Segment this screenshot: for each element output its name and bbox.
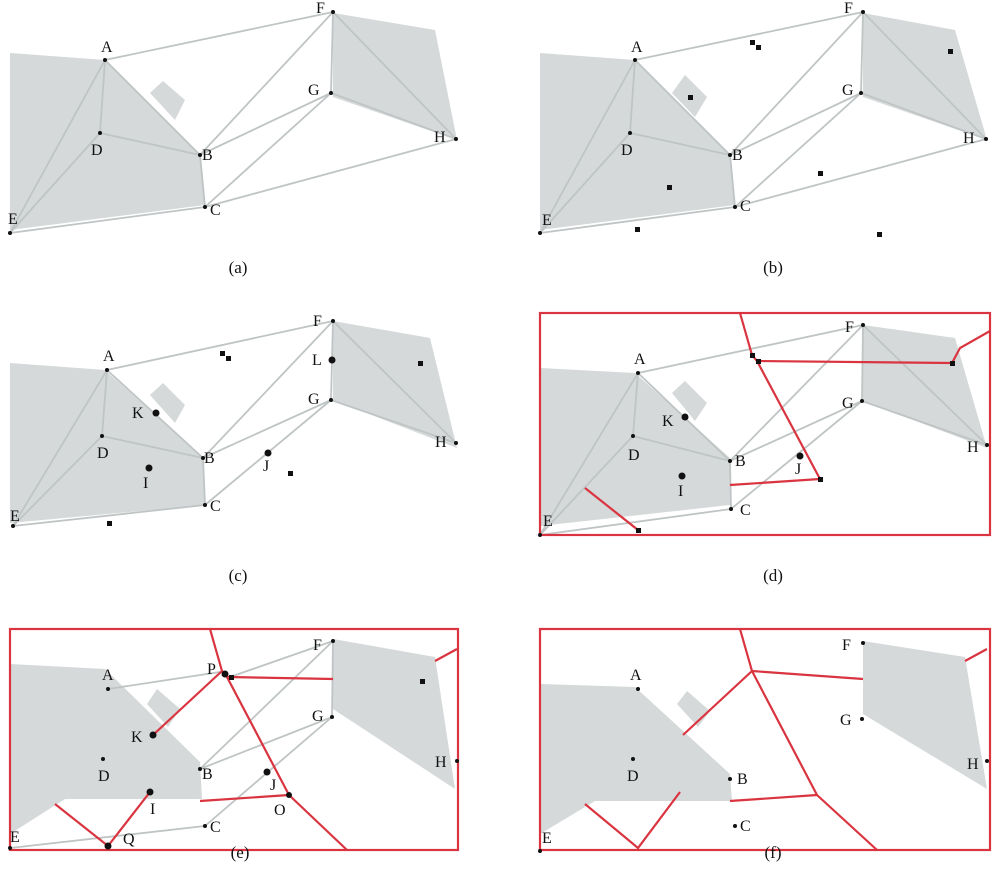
caption-a: (a): [228, 258, 248, 277]
diagram-a: A D B C E F G H: [8, 0, 458, 235]
svg-text:A: A: [103, 348, 115, 365]
sample-points: [635, 40, 953, 237]
svg-text:D: D: [97, 445, 109, 462]
svg-text:D: D: [621, 142, 633, 159]
diagram-f: A D B C E F G H: [538, 627, 992, 853]
vertices: [8, 10, 458, 235]
svg-text:B: B: [735, 453, 746, 470]
obstacle-small: [150, 81, 185, 120]
caption-c: (c): [228, 566, 248, 585]
diagram-c: A K D I B J C E F L G H: [10, 313, 458, 528]
label-d: D: [91, 142, 103, 159]
svg-text:A: A: [631, 39, 643, 56]
svg-text:G: G: [840, 712, 852, 729]
svg-text:H: H: [435, 434, 447, 451]
svg-text:I: I: [143, 475, 148, 492]
svg-text:C: C: [210, 819, 221, 836]
svg-text:H: H: [967, 439, 979, 456]
svg-text:H: H: [967, 756, 979, 773]
svg-text:E: E: [10, 508, 20, 525]
voronoi-edges-f: [538, 627, 992, 852]
svg-text:P: P: [207, 661, 216, 678]
label-g: G: [308, 82, 320, 99]
diagram-e: A P K D I B J O C Q E F G H: [8, 627, 460, 852]
svg-text:J: J: [263, 458, 269, 475]
svg-text:C: C: [740, 198, 751, 215]
svg-text:E: E: [543, 513, 553, 530]
svg-text:H: H: [963, 130, 975, 147]
svg-text:C: C: [210, 498, 221, 515]
panel-c: A K D I B J C E F L G H: [5, 313, 475, 583]
panel-d: A K D I B J C E F G H: [535, 311, 1000, 583]
svg-text:F: F: [313, 637, 322, 654]
label-f: F: [316, 0, 325, 17]
svg-text:A: A: [634, 351, 646, 368]
svg-text:F: F: [313, 313, 322, 330]
svg-text:B: B: [732, 147, 743, 164]
svg-text:I: I: [150, 801, 155, 818]
svg-text:D: D: [98, 768, 110, 785]
panel-a: A D B C E F G H: [5, 0, 475, 275]
svg-text:K: K: [132, 405, 144, 422]
svg-text:D: D: [627, 768, 639, 785]
label-b: B: [202, 147, 213, 164]
svg-text:K: K: [131, 729, 143, 746]
svg-text:Q: Q: [123, 831, 135, 848]
panel-e: A P K D I B J O C Q E F G H: [5, 609, 475, 879]
diagram-d: A K D I B J C E F G H: [538, 311, 992, 537]
label-e: E: [8, 211, 18, 228]
label-h: H: [434, 129, 446, 146]
svg-text:J: J: [270, 777, 276, 794]
svg-text:C: C: [740, 818, 751, 835]
svg-text:A: A: [102, 667, 114, 684]
svg-text:B: B: [202, 766, 213, 783]
caption-d: (d): [763, 566, 783, 585]
svg-text:G: G: [842, 395, 854, 412]
svg-text:L: L: [312, 352, 322, 369]
svg-text:F: F: [845, 319, 854, 336]
svg-text:G: G: [842, 82, 854, 99]
svg-text:F: F: [842, 637, 851, 654]
svg-text:B: B: [737, 771, 748, 788]
svg-text:K: K: [662, 413, 674, 430]
graph-edges: [9, 11, 457, 234]
svg-text:O: O: [274, 802, 286, 819]
label-c: C: [210, 202, 221, 219]
voronoi-edges: [538, 311, 992, 537]
svg-text:D: D: [628, 447, 640, 464]
panel-b: A D B C E F G H: [535, 0, 1000, 275]
obstacle-left: [10, 53, 205, 230]
caption-b: (b): [763, 258, 783, 277]
svg-text:F: F: [844, 0, 853, 17]
svg-text:G: G: [312, 708, 324, 725]
panel-f: A D B C E F G H: [535, 609, 1000, 879]
svg-text:G: G: [308, 391, 320, 408]
svg-text:E: E: [10, 829, 20, 846]
svg-text:A: A: [630, 667, 642, 684]
svg-text:H: H: [435, 754, 447, 771]
caption-e: (e): [230, 843, 250, 862]
caption-f: (f): [764, 843, 782, 862]
svg-text:E: E: [542, 830, 552, 847]
svg-text:J: J: [795, 461, 801, 478]
diagram-b: A D B C E F G H: [538, 0, 988, 237]
svg-text:B: B: [204, 450, 215, 467]
svg-text:C: C: [740, 502, 751, 519]
svg-text:I: I: [678, 483, 683, 500]
label-a: A: [101, 39, 113, 56]
svg-text:E: E: [542, 212, 552, 229]
